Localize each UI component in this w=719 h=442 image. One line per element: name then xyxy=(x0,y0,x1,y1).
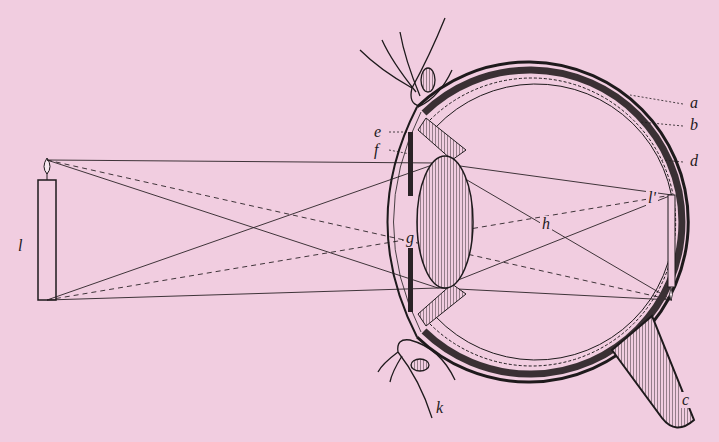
leader-lines xyxy=(389,95,683,162)
part-letter: d xyxy=(688,153,700,169)
part-letter: k xyxy=(434,400,445,416)
part-letter: h xyxy=(540,216,552,232)
part-letter: e xyxy=(372,124,383,140)
lens xyxy=(417,156,473,288)
candle xyxy=(38,158,56,300)
part-letter: a xyxy=(688,95,700,111)
part-letter: c xyxy=(680,392,691,408)
eyelid xyxy=(360,18,455,418)
part-letter: f xyxy=(372,142,380,158)
part-letter: l xyxy=(16,238,24,254)
optic-nerve xyxy=(612,316,694,428)
retinal-image xyxy=(668,195,675,300)
light-rays xyxy=(47,160,672,300)
part-letter: g xyxy=(404,230,416,246)
part-letter: b xyxy=(688,117,700,133)
part-letter: l' xyxy=(646,190,658,206)
